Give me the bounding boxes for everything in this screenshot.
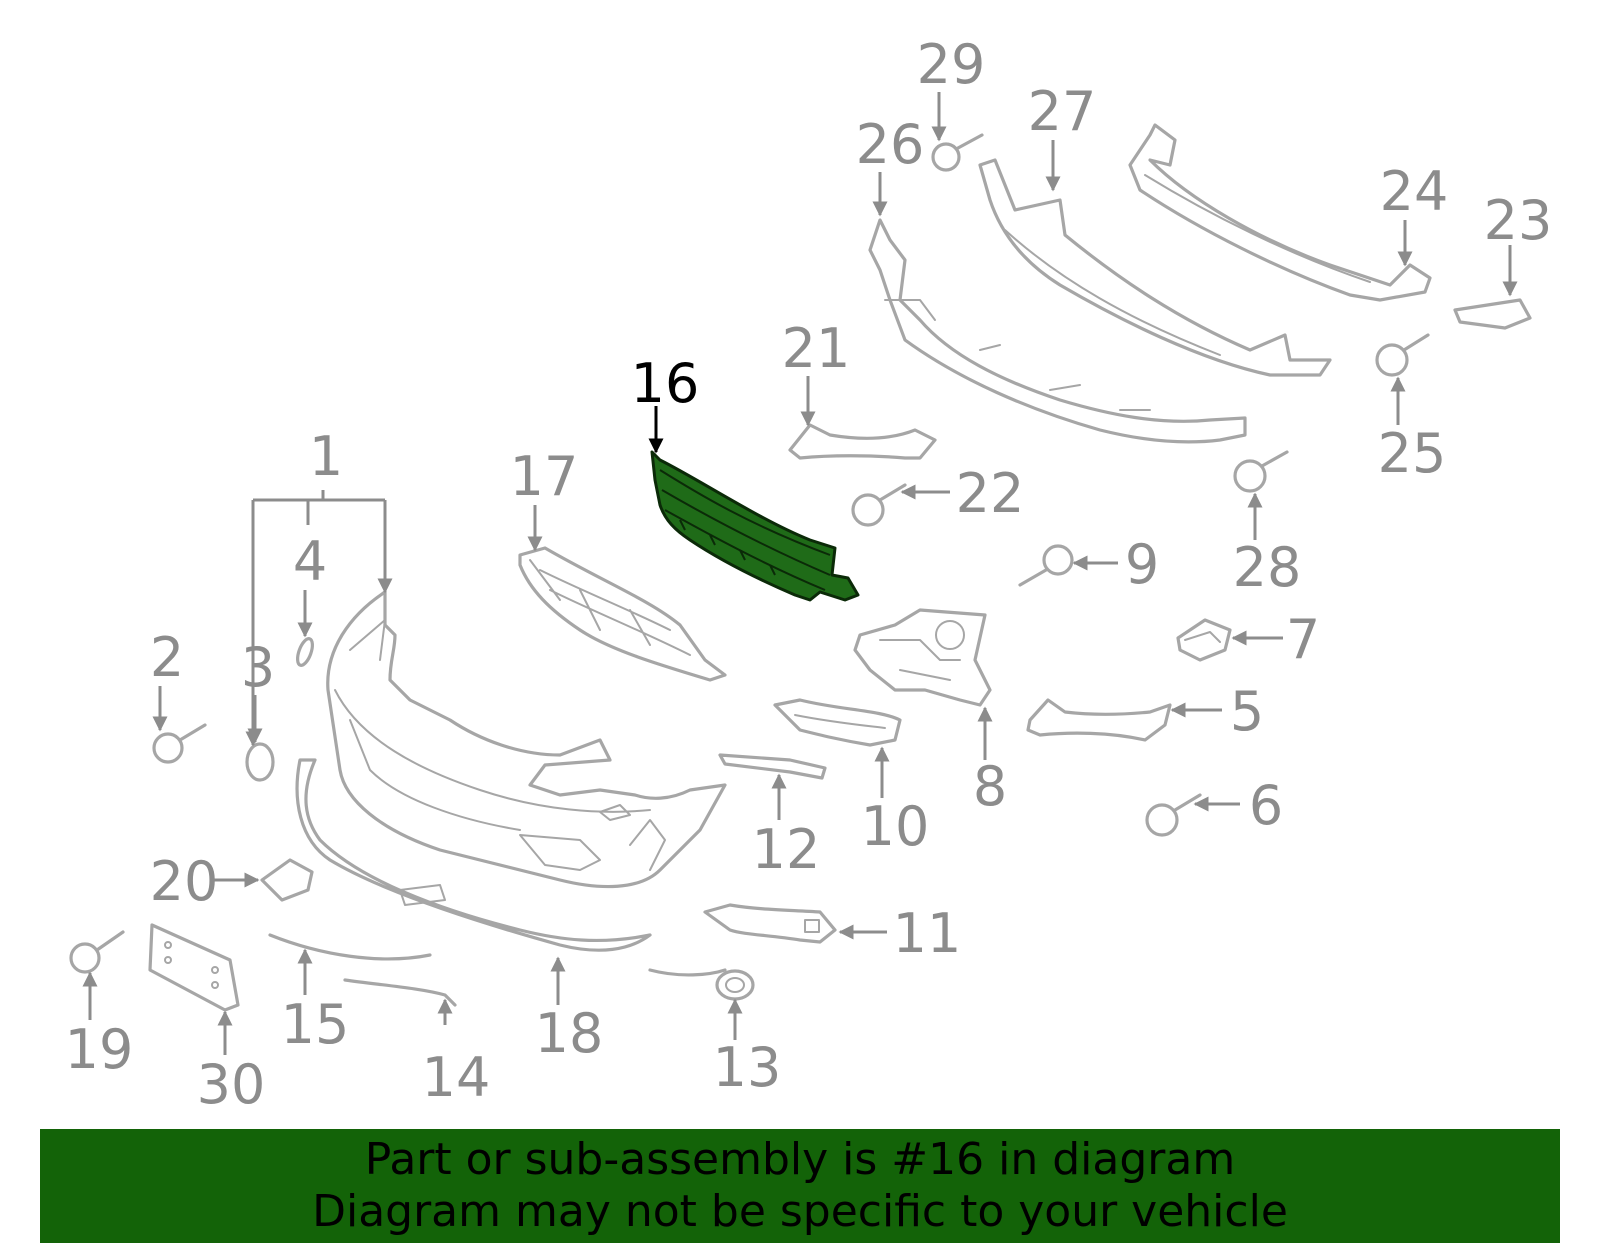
- callout-26: 26: [856, 113, 925, 176]
- callout-22: 22: [956, 462, 1025, 525]
- part-grommet-3: [245, 742, 275, 782]
- callout-11: 11: [893, 902, 962, 965]
- callout-14: 14: [422, 1046, 491, 1109]
- callout-4: 4: [293, 530, 327, 593]
- banner-line-2: Diagram may not be specific to your vehi…: [312, 1186, 1288, 1237]
- callout-5: 5: [1230, 680, 1264, 743]
- part-bumper-cover: [326, 590, 727, 889]
- part-bracket-23: [1453, 298, 1532, 330]
- callout-1: 1: [309, 425, 343, 488]
- callout-16: 16: [631, 352, 700, 415]
- callout-8: 8: [973, 755, 1007, 818]
- callout-6: 6: [1249, 774, 1283, 837]
- part-light-bracket-8: [853, 608, 992, 707]
- callout-13: 13: [713, 1036, 782, 1099]
- callout-9: 9: [1125, 533, 1159, 596]
- part-lower-valance: [295, 758, 652, 952]
- callout-24: 24: [1380, 160, 1449, 223]
- leader-1-bracket: [245, 490, 393, 747]
- bolt-29: [931, 133, 984, 172]
- callout-2: 2: [150, 626, 184, 689]
- part-clip-7: [1176, 618, 1232, 662]
- callout-19: 19: [65, 1018, 134, 1081]
- part-strip-14: [343, 978, 457, 1007]
- callout-25: 25: [1378, 422, 1447, 485]
- callout-7: 7: [1286, 608, 1320, 671]
- callout-18: 18: [535, 1002, 604, 1065]
- part-absorber-27: [978, 158, 1332, 377]
- part-grille-bracket-10: [773, 698, 902, 747]
- bolt-19: [69, 930, 125, 974]
- callout-20: 20: [150, 850, 219, 913]
- callout-17: 17: [510, 445, 579, 508]
- callout-3: 3: [241, 636, 275, 699]
- callout-23: 23: [1484, 189, 1553, 252]
- bolt-2: [152, 723, 207, 764]
- part-strip-15: [268, 933, 432, 961]
- part-reinforcement-26: [868, 218, 1247, 444]
- part-trim-11: [703, 903, 837, 944]
- callout-29: 29: [917, 33, 986, 96]
- part-clip-20: [260, 858, 314, 902]
- part-tow-cover-13: [648, 968, 755, 1001]
- callout-27: 27: [1028, 80, 1097, 143]
- callout-30: 30: [197, 1053, 266, 1116]
- callout-15: 15: [281, 993, 350, 1056]
- callout-10: 10: [861, 795, 930, 858]
- callout-12: 12: [752, 818, 821, 881]
- callout-21: 21: [782, 317, 851, 380]
- part-upper-strip-24: [1128, 123, 1432, 302]
- bolt-6: [1145, 793, 1202, 837]
- banner-line-1: Part or sub-assembly is #16 in diagram: [364, 1134, 1236, 1185]
- part-seal-4: [296, 637, 314, 667]
- part-bracket-21: [788, 423, 937, 460]
- part-bracket-5: [1026, 698, 1172, 742]
- part-plate-bracket-30: [148, 923, 240, 1012]
- bolt-9: [1018, 544, 1074, 587]
- part-grille-insert-16: [650, 450, 860, 602]
- callout-28: 28: [1233, 536, 1302, 599]
- part-trim-12: [718, 753, 827, 780]
- part-grille-17: [518, 546, 727, 682]
- bolt-28: [1233, 450, 1289, 493]
- bolt-22: [851, 483, 907, 527]
- bolt-25: [1375, 333, 1430, 377]
- info-banner: Part or sub-assembly is #16 in diagram D…: [40, 1129, 1560, 1243]
